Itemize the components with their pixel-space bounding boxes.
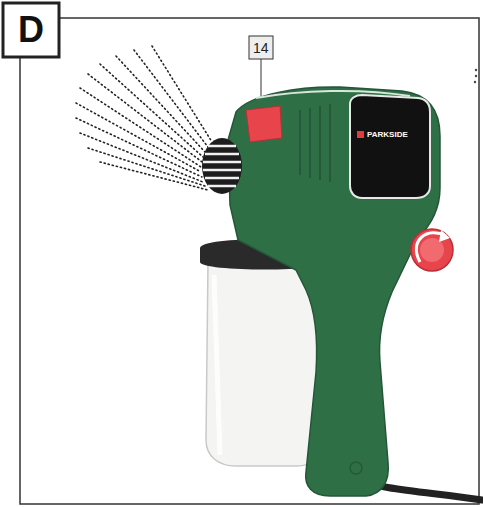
panel-letter: D	[18, 12, 44, 48]
pressure-dial	[411, 229, 453, 271]
brand-logo-mark	[357, 131, 364, 138]
black-panel	[350, 95, 430, 198]
body-ribs	[300, 104, 330, 182]
panel-frame	[20, 18, 479, 504]
leader-line	[261, 59, 262, 96]
gun-body	[228, 87, 440, 496]
nozzle	[202, 138, 242, 194]
nozzle-ribs	[203, 146, 241, 186]
callout-box	[249, 36, 273, 59]
panel-letter-box	[3, 3, 59, 57]
container-highlight	[214, 275, 220, 455]
edge-mark	[474, 69, 477, 83]
spray-pattern	[76, 46, 212, 190]
flow-knob	[246, 106, 282, 142]
dial-center	[420, 238, 444, 262]
callout-number: 14	[253, 41, 269, 55]
grip-emblem	[350, 462, 362, 474]
brand-name: PARKSIDE	[367, 131, 408, 139]
rotation-arrowhead	[439, 230, 450, 242]
